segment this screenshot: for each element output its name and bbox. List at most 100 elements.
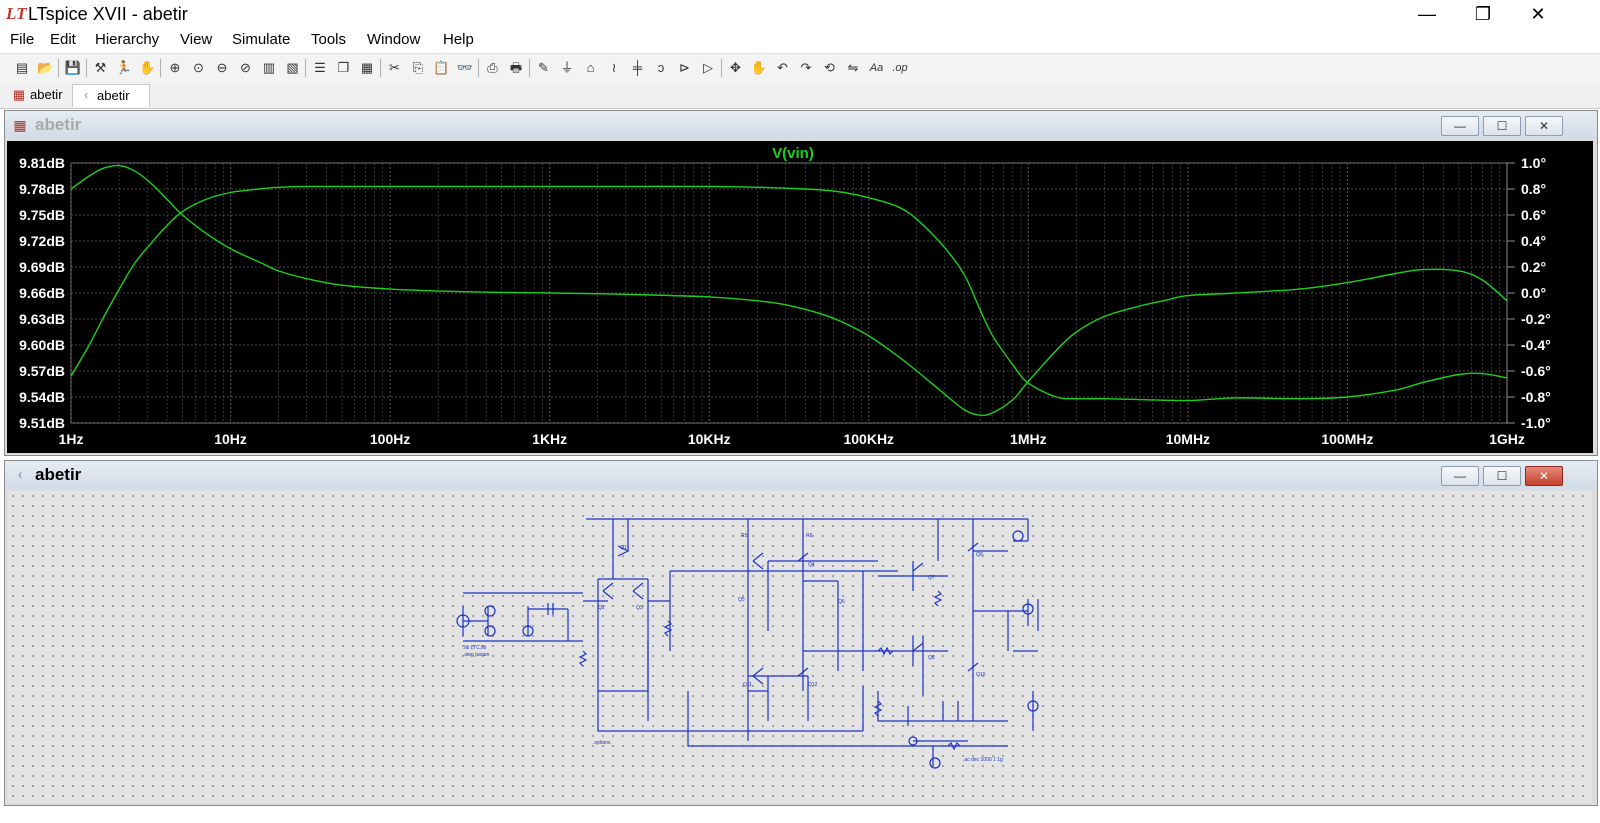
menu-edit[interactable]: Edit [50,31,76,48]
toolbar-separator [477,59,479,77]
svg-text:Q12: Q12 [808,682,818,688]
diode-icon[interactable]: ⊳ [679,60,690,75]
close-button[interactable]: ✕ [1530,4,1546,24]
ltspice-icon: LT [6,4,27,23]
waveform-window-titlebar[interactable]: ▦ abetir — ☐ ✕ [5,111,1597,139]
y-right-tick-label: 0.4° [1521,233,1546,249]
wire-icon[interactable]: ✎ [538,60,549,75]
tab-label: abetir [97,88,130,103]
menu-window[interactable]: Window [367,31,421,48]
x-tick-label: 1GHz [1489,431,1525,447]
copy-icon[interactable]: ⎘ [412,60,424,75]
control-panel-icon[interactable]: ⚒ [94,60,107,75]
svg-text:R5: R5 [741,533,748,539]
component-icon[interactable]: ▷ [703,60,713,75]
menu-help[interactable]: Help [443,31,474,48]
text-icon[interactable]: Aa [869,62,884,74]
schematic-close-button[interactable]: ✕ [1525,466,1563,486]
resistor-icon[interactable]: ≀ [611,60,617,75]
zoom-cancel-icon[interactable]: ⊘ [240,60,251,75]
y-left-tick-label: 9.72dB [19,233,65,249]
x-tick-label: 100MHz [1321,431,1373,447]
tile-vertical-icon[interactable]: ▦ [360,60,374,75]
drag-icon[interactable]: ✋ [750,60,768,75]
schematic-icon: ᚲ [82,88,90,103]
toolbar-separator [85,59,87,77]
x-tick-label: 1KHz [532,431,567,447]
svg-text:Q11: Q11 [743,682,752,688]
waveform-minimize-button[interactable]: — [1441,116,1479,136]
svg-text:.lib LTC.lib: .lib LTC.lib [463,645,486,651]
mirror-icon[interactable]: ⇋ [847,60,859,75]
y-right-tick-label: -1.0° [1521,415,1551,431]
undo-icon[interactable]: ↶ [777,60,788,75]
open-icon[interactable]: 📂 [37,60,54,75]
tab-waveform-abetir[interactable]: ▦ abetir [6,84,78,106]
minimize-button[interactable]: — [1418,4,1436,24]
inductor-icon[interactable]: ↄ [657,60,665,75]
svg-text:Q3: Q3 [636,605,643,611]
svg-text:Q2: Q2 [598,605,605,611]
y-left-tick-label: 9.69dB [19,259,65,275]
zoom-fit-icon[interactable]: ⊙ [193,60,204,75]
rotate-icon[interactable]: ⟲ [824,60,835,75]
tab-schematic-abetir[interactable]: ᚲ abetir [72,84,150,107]
run-icon[interactable]: 🏃 [115,60,133,75]
menu-tools[interactable]: Tools [311,31,347,48]
ground-icon[interactable]: ⏚ [560,60,574,75]
y-left-tick-label: 9.60dB [19,337,65,353]
menu-view[interactable]: View [180,31,213,48]
menu-simulate[interactable]: Simulate [232,31,291,48]
paste-icon[interactable]: 📋 [433,60,450,75]
menu-file[interactable]: File [10,31,35,48]
cut-icon[interactable]: ✂ [389,60,400,75]
label-icon[interactable]: ⌂ [586,60,595,75]
waveform-icon: ▦ [13,117,27,133]
schematic-minimize-button[interactable]: — [1441,466,1479,486]
svg-text:Q6: Q6 [838,599,845,605]
save-icon[interactable]: 💾 [64,60,82,75]
svg-text:.options: .options [593,740,611,746]
y-right-tick-label: -0.8° [1521,389,1551,405]
waveform-close-button[interactable]: ✕ [1525,116,1563,136]
halt-icon[interactable]: ✋ [139,60,156,75]
y-right-tick-label: -0.4° [1521,337,1551,353]
capacitor-icon[interactable]: ╪ [632,60,643,75]
svg-text:Q10: Q10 [976,672,986,678]
find-icon[interactable]: 👓 [456,60,474,75]
menu-hierarchy[interactable]: Hierarchy [95,31,160,48]
phase-trace [70,164,1508,417]
toolbar-separator [528,59,530,77]
tile-horizontal-icon[interactable]: ☰ [314,60,326,75]
zoom-out-icon[interactable]: ⊖ [216,60,228,75]
pick-traces-icon[interactable]: ▧ [286,60,299,75]
schematic-window-titlebar[interactable]: ᚲ abetir — ☐ ✕ [5,461,1597,489]
move-icon[interactable]: ✥ [730,60,741,75]
schematic-maximize-button[interactable]: ☐ [1483,466,1521,486]
y-left-tick-label: 9.75dB [19,207,65,223]
waveform-maximize-button[interactable]: ☐ [1483,116,1521,136]
autorange-icon[interactable]: ▥ [262,60,276,75]
cascade-icon[interactable]: ❐ [337,60,350,75]
redo-icon[interactable]: ↷ [800,60,812,75]
y-left-tick-label: 9.54dB [19,389,65,405]
magnitude-trace [70,185,1508,402]
x-tick-label: 10Hz [214,431,247,447]
print-setup-icon[interactable]: ⎙ [487,60,498,75]
maximize-button[interactable]: ❐ [1474,4,1492,24]
toolbar-separator [720,59,722,77]
y-left-tick-label: 9.78dB [19,181,65,197]
x-tick-label: 100KHz [843,431,894,447]
zoom-in-icon[interactable]: ⊕ [169,60,181,75]
schematic-window: ᚲ abetir — ☐ ✕ [4,460,1598,806]
print-icon[interactable]: 🖶 [509,60,523,75]
title-bar: LT LTspice XVII - abetir — ❐ ✕ [0,0,1600,30]
new-schematic-icon[interactable]: ▤ [15,60,29,75]
spice-directive-icon[interactable]: .op [892,62,908,74]
